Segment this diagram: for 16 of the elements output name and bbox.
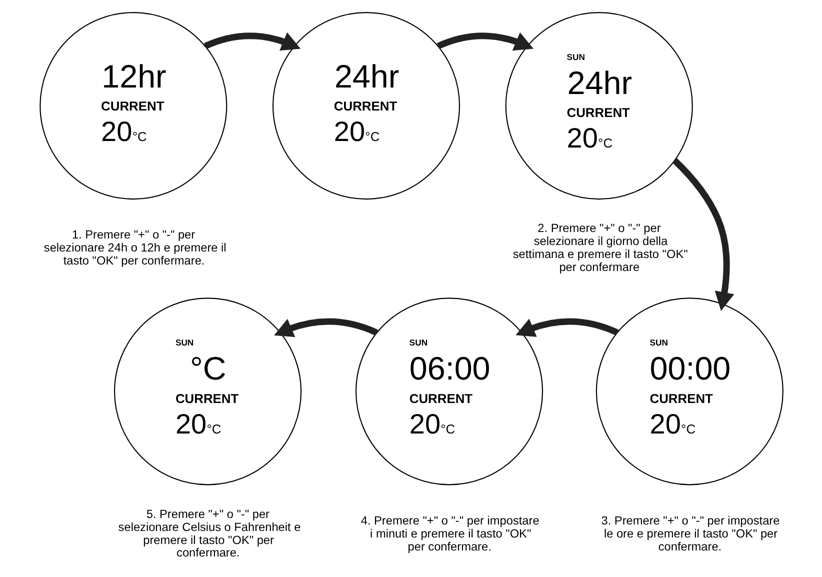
node-circle: 12hr CURRENT 20°C [40, 12, 228, 200]
arrow [672, 158, 734, 311]
node-label: 3. Premere "+" o "-" per impostare le ore e premere il tasto "OK" per confermare. [601, 513, 780, 554]
node-circle: SUN 24hr CURRENT 20°C [505, 12, 693, 200]
node-label: 2. Premere "+" o "-" per selezionare il giorno della settimana e premere il tasto "OK" per confermare [512, 221, 688, 274]
arrow [436, 32, 534, 51]
arrow [204, 32, 301, 51]
node-circle: SUN °C CURRENT 20°C [114, 298, 302, 486]
node-label: 5. Premere "+" o "-" per selezionare Celsius o Fahrenheit e premere il tasto "OK" per confermare. [118, 506, 301, 560]
node-label: 1. Premere "+" o "-" per selezionare 24h o 12h e premere il tasto "OK" per confermare. [44, 228, 226, 268]
node-circle: SUN 06:00 CURRENT 20°C [355, 298, 544, 486]
node-circle: SUN 00:00 CURRENT 20°C [596, 298, 784, 486]
arrow [274, 318, 378, 338]
node-circle: 24hr CURRENT 20°C [272, 12, 460, 200]
node-label: 4. Premere "+" o "-" per impostare i minuti e premere il tasto "OK" per confermare. [360, 513, 540, 554]
arrow [516, 318, 619, 337]
